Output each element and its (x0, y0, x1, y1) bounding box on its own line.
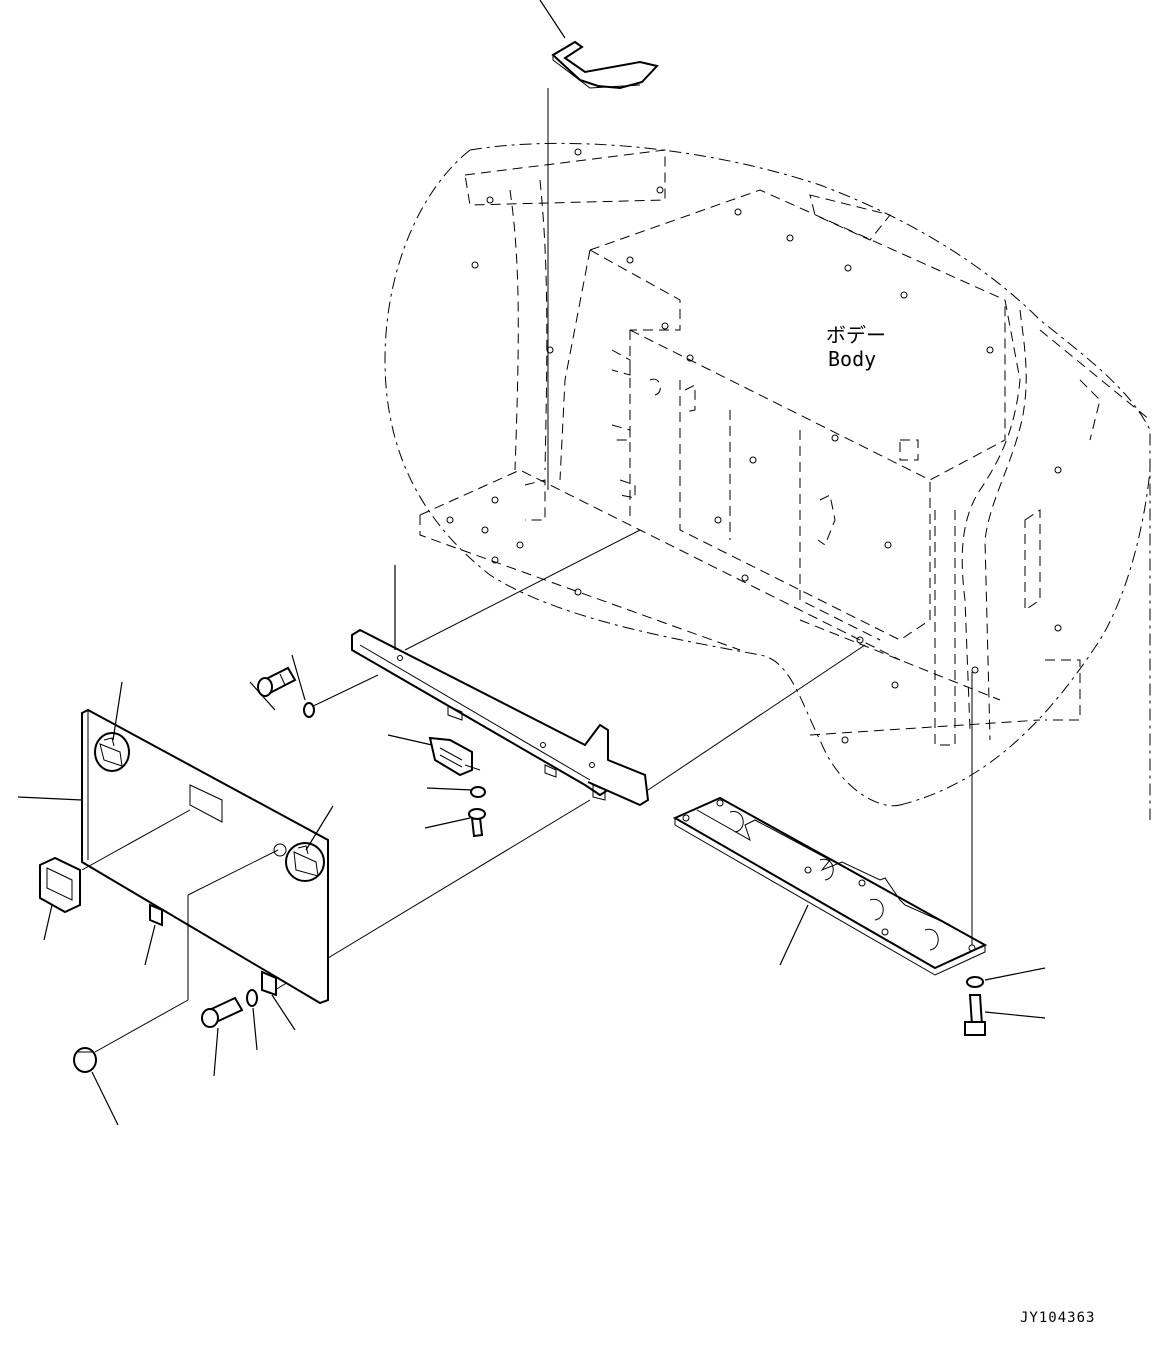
washer-lower (246, 989, 258, 1007)
leader-washer-upper (291, 654, 306, 701)
assembly-line-3 (304, 674, 379, 711)
bolt-lower (201, 996, 244, 1028)
leader-hook (539, 0, 566, 39)
leader-washer-center (426, 787, 473, 791)
bolt-upper (257, 666, 297, 697)
washer-upper (303, 702, 315, 718)
leader-plug-cap (91, 1071, 119, 1126)
drawing-code: JY104363 (1020, 1310, 1095, 1326)
angle-bracket (351, 628, 650, 807)
latch-left (94, 732, 130, 772)
leader-washer-lower (252, 1007, 258, 1051)
leader-tab-right (271, 994, 296, 1031)
leader-bolt-right (984, 1011, 1046, 1019)
leader-cover-plate (17, 796, 83, 801)
leader-screw-center (424, 817, 471, 829)
leader-tab-left (144, 924, 156, 966)
grip-handle (39, 856, 81, 914)
washer-center (470, 786, 486, 798)
plug-cap (73, 1047, 97, 1073)
screw-center (468, 808, 486, 838)
body-label-en: Body (828, 347, 876, 371)
leader-washer-right (984, 967, 1046, 981)
body-phantom-outline (384, 142, 1151, 820)
body-holes (446, 148, 1062, 744)
leader-bottom-plate (779, 904, 809, 966)
assembly-line-2 (404, 529, 641, 651)
bottom-plate (672, 796, 988, 976)
hook-bracket (551, 40, 659, 90)
leader-bolt-upper (249, 681, 276, 711)
body-label-jp: ボデー (826, 323, 886, 347)
bolt-right (964, 994, 986, 1036)
leader-latch-left (112, 681, 123, 741)
leader-clip (387, 734, 433, 746)
assembly-line-cap-3 (187, 849, 279, 896)
washer-right (966, 976, 984, 988)
leader-latch-right (305, 805, 334, 851)
assembly-line-cap-1 (94, 999, 189, 1053)
cover-plate (81, 708, 329, 1005)
assembly-line-1 (647, 644, 866, 791)
leader-bolt-lower (213, 1027, 219, 1077)
assembly-line-grip (81, 809, 191, 871)
clip-bracket (428, 736, 481, 777)
leader-grip (43, 904, 53, 941)
latch-right (285, 842, 325, 882)
